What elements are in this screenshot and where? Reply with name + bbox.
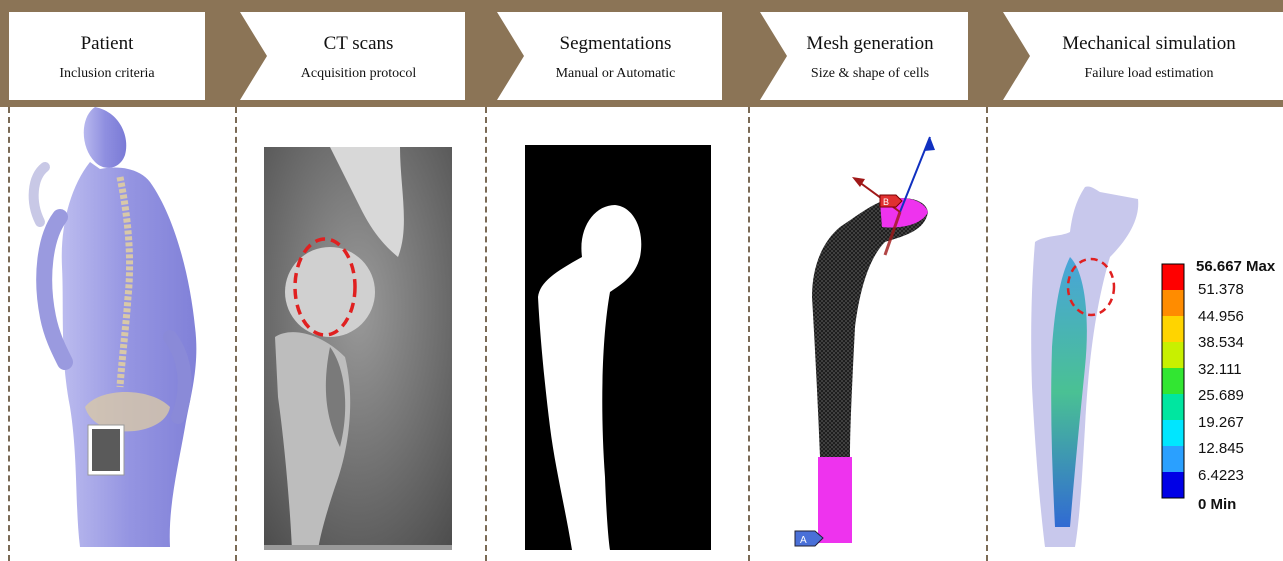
- legend-level-label: 19.267: [1198, 414, 1244, 431]
- legend-swatch: [1162, 420, 1184, 446]
- legend-level-label: 38.534: [1198, 334, 1244, 351]
- step-title-mesh: Mesh generation: [772, 33, 968, 55]
- step-chevron-segmentation: [497, 12, 722, 100]
- legend-level-label: 44.956: [1198, 308, 1244, 325]
- ct-scan-image: [264, 147, 452, 550]
- legend-swatch: [1162, 368, 1184, 394]
- legend-swatch: [1162, 472, 1184, 498]
- legend-level-label: 12.845: [1198, 440, 1244, 457]
- legend-swatch: [1162, 446, 1184, 472]
- legend-swatch: [1162, 342, 1184, 368]
- mesh-marker-b: B: [883, 197, 889, 207]
- step-subtitle-patient: Inclusion criteria: [9, 66, 205, 82]
- step-title-simulation: Mechanical simulation: [1015, 33, 1283, 55]
- legend-level-label: 6.4223: [1198, 467, 1244, 484]
- simulation-result: [1031, 186, 1138, 547]
- segmentation-image: [525, 145, 711, 550]
- stress-legend-bar: [1162, 264, 1184, 498]
- legend-level-label: 25.689: [1198, 387, 1244, 404]
- step-box-patient: [9, 12, 205, 100]
- legend-min-label: 0 Min: [1198, 496, 1236, 513]
- legend-swatch: [1162, 290, 1184, 316]
- legend-max-label: 56.667 Max: [1196, 258, 1275, 275]
- step-chevron-ct: [240, 12, 465, 100]
- step-subtitle-mesh: Size & shape of cells: [772, 66, 968, 82]
- legend-level-label: 32.111: [1198, 361, 1242, 378]
- patient-illustration: [34, 107, 197, 547]
- mesh-marker-a: A: [800, 535, 807, 546]
- step-subtitle-simulation: Failure load estimation: [1015, 66, 1283, 82]
- step-subtitle-segmentation: Manual or Automatic: [509, 66, 722, 82]
- step-title-ct: CT scans: [252, 33, 465, 55]
- legend-swatch: [1162, 394, 1184, 420]
- step-chevron-simulation: [1003, 12, 1283, 100]
- legend-swatch: [1162, 264, 1184, 290]
- workflow-panels: B A: [0, 107, 1283, 561]
- mesh-model: B A: [795, 137, 935, 546]
- step-title-segmentation: Segmentations: [509, 33, 722, 55]
- legend-level-label: 51.378: [1198, 281, 1244, 298]
- step-title-patient: Patient: [9, 33, 205, 55]
- step-subtitle-ct: Acquisition protocol: [252, 66, 465, 82]
- step-chevron-mesh: [760, 12, 968, 100]
- legend-swatch: [1162, 316, 1184, 342]
